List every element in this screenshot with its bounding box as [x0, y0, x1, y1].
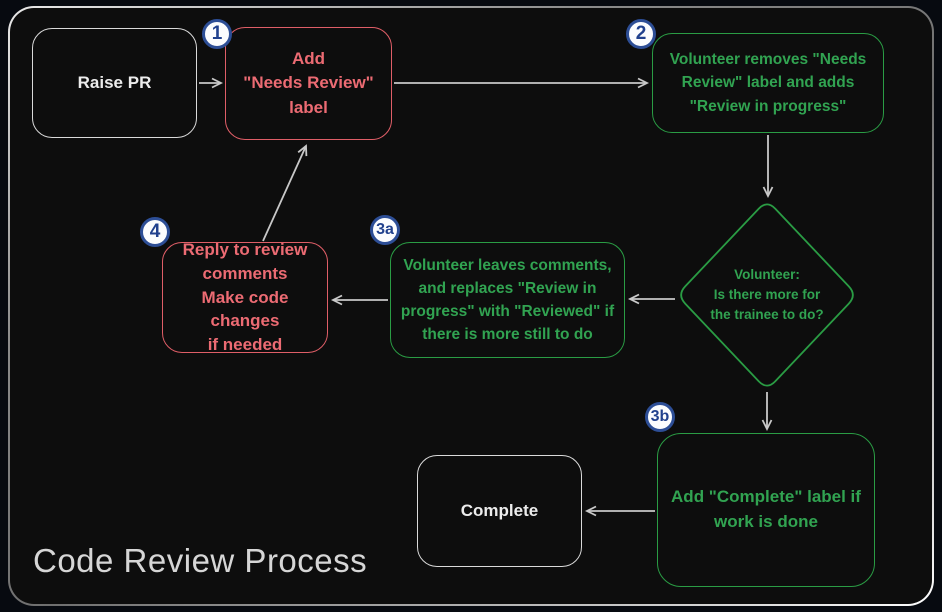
node-decision-label: Volunteer: Is there more for the trainee… — [710, 266, 824, 323]
node-add-complete-label-text: Add "Complete" label if work is done — [671, 487, 861, 531]
step-badge-2: 2 — [626, 19, 656, 49]
decision-diamond-shape — [680, 203, 854, 387]
node-volunteer-leaves-comments-label: Volunteer leaves comments, and replaces … — [400, 256, 615, 344]
node-add-needs-review: Add "Needs Review" label — [225, 27, 392, 140]
arrow-4-to-1 — [262, 144, 308, 242]
step-badge-4: 4 — [140, 217, 170, 247]
node-reply-to-review: Reply to review comments Make code chang… — [162, 240, 328, 354]
step-badge-3a: 3a — [370, 215, 400, 245]
node-raise-pr-label: Raise PR — [77, 72, 152, 92]
node-complete: Complete — [417, 455, 582, 567]
diagram-title: Code Review Process — [33, 542, 368, 579]
node-reply-to-review-label: Reply to review comments Make code chang… — [182, 240, 308, 355]
step-badge-3b: 3b — [645, 402, 675, 432]
step-badge-1: 1 — [202, 19, 232, 49]
node-raise-pr: Raise PR — [32, 28, 197, 138]
node-volunteer-removes: Volunteer removes "Needs Review" label a… — [652, 33, 884, 133]
node-add-complete-label: Add "Complete" label if work is done — [657, 433, 875, 587]
node-volunteer-leaves-comments: Volunteer leaves comments, and replaces … — [390, 242, 625, 358]
node-add-needs-review-label: Add "Needs Review" label — [243, 48, 374, 117]
node-volunteer-removes-label: Volunteer removes "Needs Review" label a… — [669, 51, 867, 115]
node-complete-label: Complete — [460, 500, 539, 520]
